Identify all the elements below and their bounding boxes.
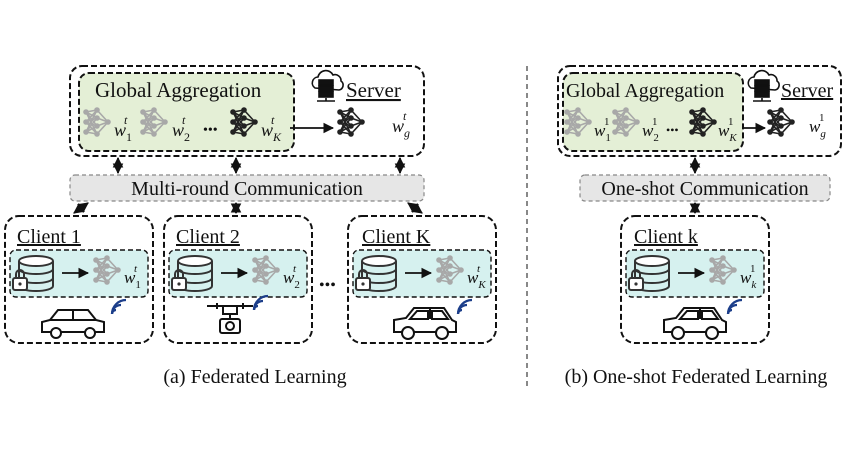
wg-sup-a: t: [403, 109, 407, 123]
comm-bar-a: [69, 174, 425, 202]
suv-icon: [393, 307, 457, 340]
nn-icon-local: [436, 255, 464, 285]
nn-icon-dark: [230, 107, 258, 137]
arrow-client-1: [73, 202, 89, 214]
suv-icon: [663, 307, 727, 340]
aggregation-label-a: Global Aggregation: [95, 78, 262, 102]
database-lock-icon: [12, 255, 54, 292]
svg-text:Client K: Client K: [362, 226, 431, 248]
ellipsis-server-a: •••: [203, 123, 218, 138]
client1-w: w1: [124, 268, 141, 291]
drone-icon: [207, 303, 253, 334]
nn-icon-local: [252, 255, 280, 285]
wk-label-a: wK: [261, 120, 282, 144]
w2-label-a: w2: [172, 120, 190, 144]
svg-text:Client 2: Client 2: [176, 226, 240, 248]
clientk-w: wK: [467, 268, 486, 291]
server-cloud-icon: [747, 69, 780, 102]
aggregation-box-b: [562, 72, 744, 152]
nn-icon-local: [709, 255, 737, 285]
nn-icon-dark: [689, 107, 717, 137]
nn-icon-global: [767, 107, 795, 137]
database-lock-icon: [171, 255, 213, 292]
wifi-icon: [726, 298, 743, 315]
wifi-icon: [252, 294, 269, 311]
database-lock-icon: [355, 255, 397, 292]
nn-icon-global: [337, 107, 365, 137]
clientk-w-sup: t: [477, 263, 481, 275]
server-label-b: Server: [781, 80, 834, 102]
car-icon: [41, 309, 105, 339]
arrow-client-k: [407, 202, 423, 214]
w1-sup-a: t: [124, 113, 128, 127]
clients-ellipsis: •••: [319, 277, 336, 294]
wifi-icon: [456, 298, 473, 315]
database-lock-icon: [628, 255, 670, 292]
w2-sup-a: t: [182, 113, 186, 127]
client1-w-sup: t: [134, 263, 138, 275]
comm-label-a: Multi-round Communication: [131, 178, 363, 200]
w2-sup-b: 1: [652, 116, 658, 128]
comm-bar-b: [579, 174, 831, 202]
w1-label-a: w1: [114, 120, 132, 144]
ellipsis-server-b: •••: [666, 123, 679, 137]
nn-icon-light: [564, 107, 592, 137]
wk-sup-a: t: [271, 113, 275, 127]
nn-icon-light: [140, 107, 168, 137]
nn-icon-light: [612, 107, 640, 137]
wifi-icon: [110, 298, 127, 315]
wk-sup-b: 1: [728, 116, 734, 128]
client2-w-sup: t: [293, 263, 297, 275]
wg-label-a: wg: [392, 116, 410, 140]
svg-text:Client k: Client k: [634, 226, 698, 248]
w1-label-b: w1: [594, 121, 611, 144]
client-b-w: wk: [740, 268, 757, 291]
caption-a: (a) Federated Learning: [163, 366, 346, 388]
svg-text:Client 1: Client 1: [17, 226, 81, 248]
server-label-a: Server: [346, 78, 401, 102]
caption-b: (b) One-shot Federated Learning: [565, 366, 828, 388]
aggregation-box-a: [78, 72, 295, 152]
w1-sup-b: 1: [604, 116, 610, 128]
w2-label-b: w2: [642, 121, 659, 144]
aggregation-label-b: Global Aggregation: [566, 80, 724, 102]
server-cloud-icon: [311, 69, 344, 102]
nn-icon-light: [83, 107, 111, 137]
comm-label-b: One-shot Communication: [601, 178, 808, 200]
client2-w: w2: [283, 268, 300, 291]
client-b-w-sup: 1: [750, 263, 756, 275]
wg-label-b: wg: [809, 117, 826, 140]
wk-label-b: wK: [718, 121, 737, 144]
nn-icon-local: [93, 255, 121, 285]
server-box-a: [69, 65, 425, 157]
server-box-b: [557, 65, 842, 157]
wg-sup-b: 1: [819, 112, 825, 124]
